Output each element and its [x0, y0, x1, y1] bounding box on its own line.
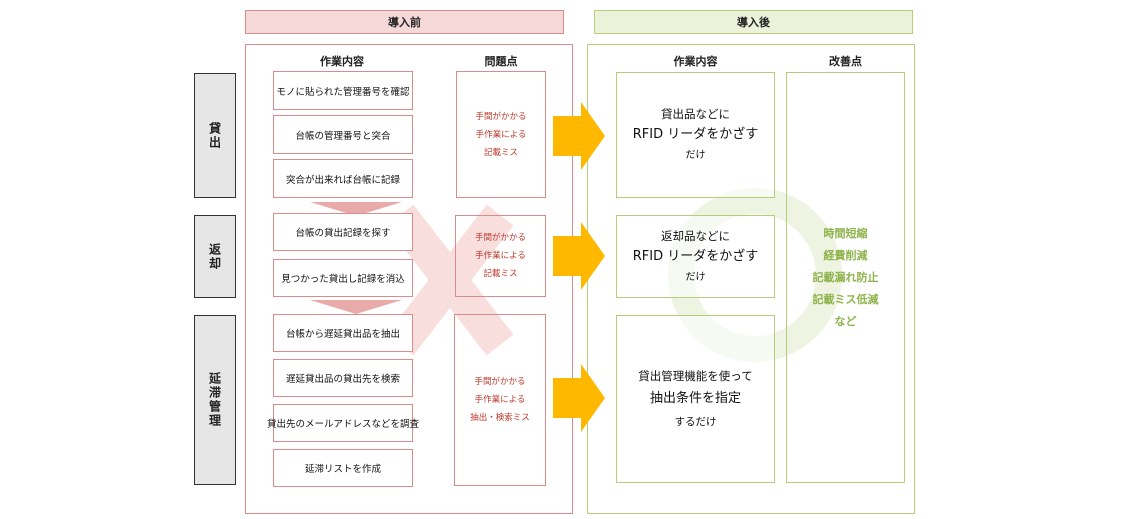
task-match-ledger: 台帳の管理番号と突合 [273, 115, 413, 154]
task-search-borrower: 遅延貸出品の貸出先を検索 [273, 359, 413, 397]
task-record-ledger: 突合が出来れば台帳に記録 [273, 159, 413, 198]
after-col-improve: 改善点 [829, 55, 862, 68]
arrow-right-icon [553, 222, 605, 290]
task-find-record: 台帳の貸出記録を探す [273, 213, 413, 251]
after-col-work: 作業内容 [673, 55, 718, 68]
chevron-down-icon [310, 300, 402, 314]
problem-lending: 手間がかかる手作業による記載ミス [456, 71, 546, 198]
after-overdue: 貸出管理機能を使って 抽出条件を指定 するだけ [616, 315, 775, 483]
before-panel [245, 44, 573, 514]
improvements-box: 時間短縮 経費削減 記載漏れ防止 記載ミス低減 など [786, 72, 905, 483]
before-col-work: 作業内容 [320, 55, 364, 68]
task-extract-overdue: 台帳から遅延貸出品を抽出 [273, 314, 413, 352]
task-check-id: モノに貼られた管理番号を確認 [273, 71, 413, 110]
category-return: 返却 [194, 215, 236, 298]
chevron-down-icon [310, 202, 402, 216]
arrow-right-icon [553, 102, 605, 170]
task-create-list: 延滞リストを作成 [273, 449, 413, 487]
before-header: 導入前 [245, 10, 564, 34]
task-investigate-email: 貸出先のメールアドレスなどを調査 [267, 404, 419, 442]
category-overdue: 延滞管理 [194, 315, 236, 485]
arrow-right-icon [553, 364, 605, 432]
after-header: 導入後 [594, 10, 913, 34]
before-col-problem: 問題点 [484, 55, 518, 68]
problem-overdue: 手間がかかる手作業による抽出・検索ミス [454, 314, 546, 486]
after-lending: 貸出品などに RFID リーダをかざす だけ [616, 72, 775, 198]
cross-watermark [386, 204, 514, 356]
after-return: 返却品などに RFID リーダをかざす だけ [616, 215, 775, 298]
category-lending: 貸出 [194, 73, 236, 198]
problem-return: 手間がかかる手作業による記載ミス [455, 215, 546, 297]
task-clear-record: 見つかった貸出し記録を消込 [273, 259, 413, 297]
